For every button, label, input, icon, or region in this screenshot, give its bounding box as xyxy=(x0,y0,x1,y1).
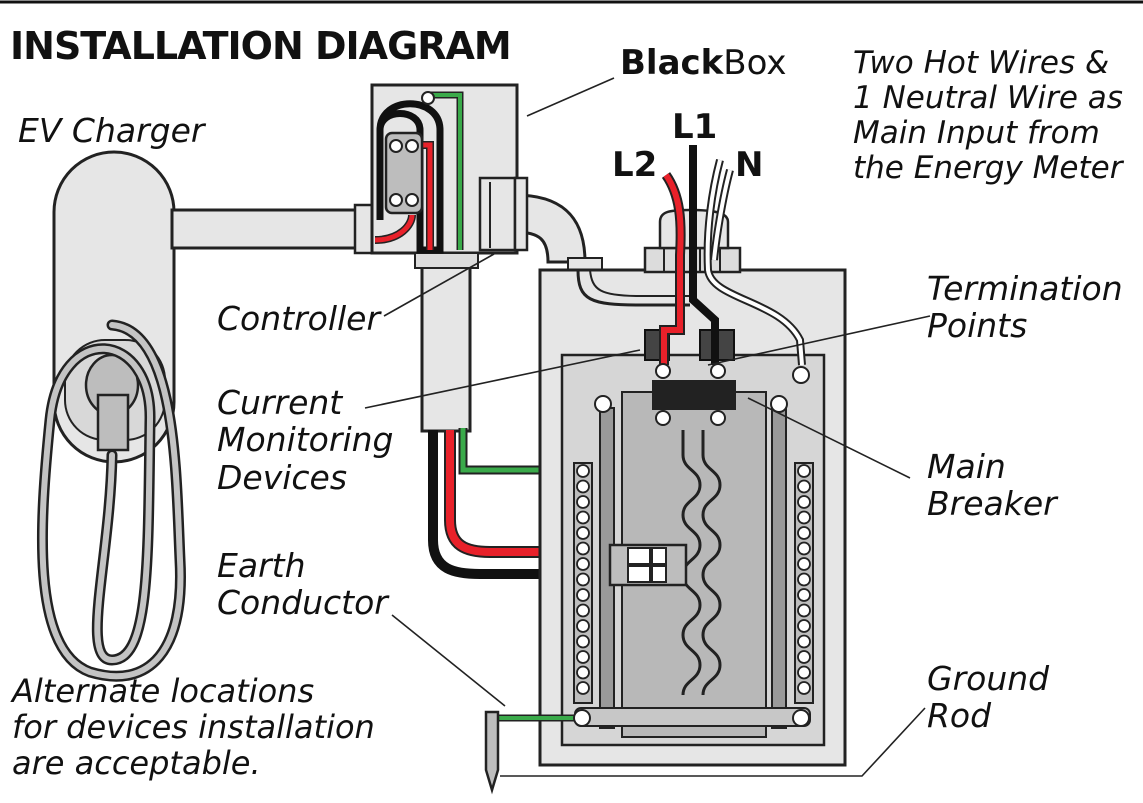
earth-conductor-label: Earth Conductor xyxy=(217,546,388,623)
strip-screw xyxy=(797,541,811,556)
earth-ground xyxy=(484,710,583,795)
strip-screw xyxy=(576,588,590,602)
strip-screw xyxy=(797,572,811,587)
strip-screw xyxy=(797,557,811,571)
strip-screw xyxy=(797,634,811,649)
page-title: INSTALLATION DIAGRAM xyxy=(10,24,512,68)
wire-label-l1: L1 xyxy=(672,107,718,147)
strip-screw xyxy=(797,681,811,695)
strip-screw xyxy=(576,510,590,525)
strip-screw xyxy=(797,495,811,509)
ground-rod-spike xyxy=(484,710,500,795)
strip-screw xyxy=(576,526,590,540)
strip-screw xyxy=(797,603,811,618)
ground-rod-label: Ground Rod xyxy=(927,659,1050,736)
controller-terminal-block xyxy=(384,131,424,215)
strip-screw xyxy=(797,510,811,525)
strip-screw xyxy=(576,557,590,571)
strip-screw xyxy=(576,541,590,556)
ev-charger xyxy=(36,150,364,682)
strip-screw xyxy=(576,572,590,587)
drop-conduit xyxy=(420,251,472,433)
strip-screw xyxy=(797,526,811,540)
ev-charger-label: EV Charger xyxy=(18,111,205,150)
controller-box xyxy=(353,83,603,433)
strip-screw xyxy=(797,665,811,680)
strip-screw xyxy=(576,495,590,509)
main-input-wires xyxy=(659,145,806,366)
strip-screw xyxy=(797,650,811,664)
wire-label-l2: L2 xyxy=(612,145,658,185)
strip-screw xyxy=(576,464,590,478)
strip-screw xyxy=(576,619,590,633)
strip-screw xyxy=(576,681,590,695)
strip-screw xyxy=(797,464,811,478)
strip-screw xyxy=(576,479,590,494)
termination-points-label: Termination Points xyxy=(927,269,1123,346)
leader-lines xyxy=(364,77,931,777)
strip-screw xyxy=(797,588,811,602)
current-monitoring-label: Current Monitoring Devices xyxy=(217,383,394,497)
brand-strong: Black xyxy=(620,43,724,83)
charger-conduit xyxy=(170,208,364,250)
ev-charger-plug xyxy=(96,393,130,452)
brand-regular: Box xyxy=(723,43,787,83)
main-breaker xyxy=(652,380,736,410)
strip-screw xyxy=(576,650,590,664)
main-input-note: Two Hot Wires & 1 Neutral Wire as Main I… xyxy=(853,45,1123,187)
strip-screw xyxy=(797,479,811,494)
wire-label-n: N xyxy=(735,145,764,185)
strip-screw xyxy=(576,603,590,618)
strip-screw xyxy=(797,619,811,633)
brand-label: BlackBox xyxy=(620,44,786,82)
alternate-locations-note: Alternate locations for devices installa… xyxy=(12,672,375,783)
breaker-panel xyxy=(538,208,847,767)
branch-wires xyxy=(428,428,615,579)
terminal-screws xyxy=(573,363,811,727)
strip-screw xyxy=(576,665,590,680)
strip-screw xyxy=(576,634,590,649)
ev-charger-cable xyxy=(39,322,184,680)
main-breaker-label: Main Breaker xyxy=(927,447,1057,524)
controller-label: Controller xyxy=(217,299,381,338)
